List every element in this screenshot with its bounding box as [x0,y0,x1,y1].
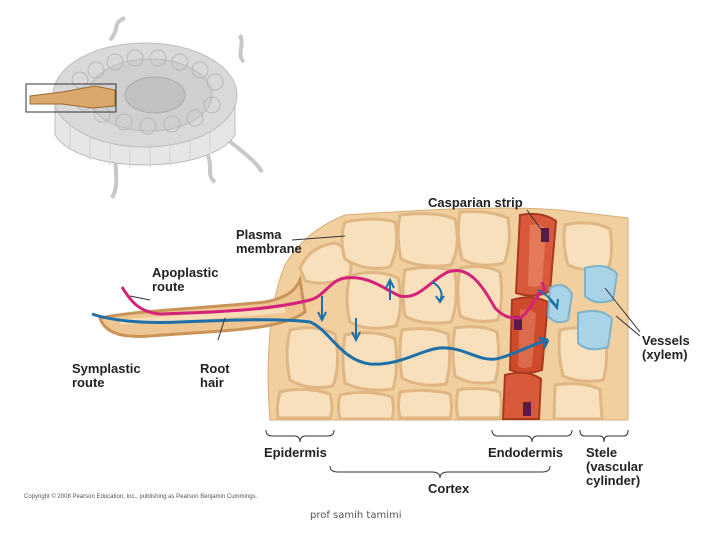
casparian-strip [514,228,549,416]
symplastic-route [91,277,559,366]
vessels-label-line1: Vessels [642,333,690,348]
copyright-notice: Copyright © 2008 Pearson Education, Inc.… [24,494,258,500]
stele-label-line2: (vascular [586,459,644,474]
apoplastic-route-label-line2: route [152,279,185,294]
endodermis-label: Endodermis [488,445,564,460]
root-hair-label-line1: Root [200,361,230,376]
vessels-label-line2: (xylem) [642,347,688,362]
plasma-membrane-label-line2: membrane [236,241,302,256]
root-cross-section-inset [25,16,264,199]
casparian-strip-label: Casparian strip [428,195,523,210]
cortex-label: Cortex [428,481,470,496]
plasma-membrane-label-line1: Plasma [236,227,282,242]
stele-label-line1: Stele [586,445,618,460]
stele-label-line3: cylinder) [586,473,641,488]
epidermis-label: Epidermis [264,445,327,460]
apoplastic-route-label-line1: Apoplastic [152,265,219,280]
leader-lines [129,209,641,479]
footer-credit: prof samih tamimi [310,510,402,521]
root-hair-label-line2: hair [200,375,224,390]
symplastic-route-label-line2: route [72,375,105,390]
symplastic-route-label-line1: Symplastic [72,361,141,376]
